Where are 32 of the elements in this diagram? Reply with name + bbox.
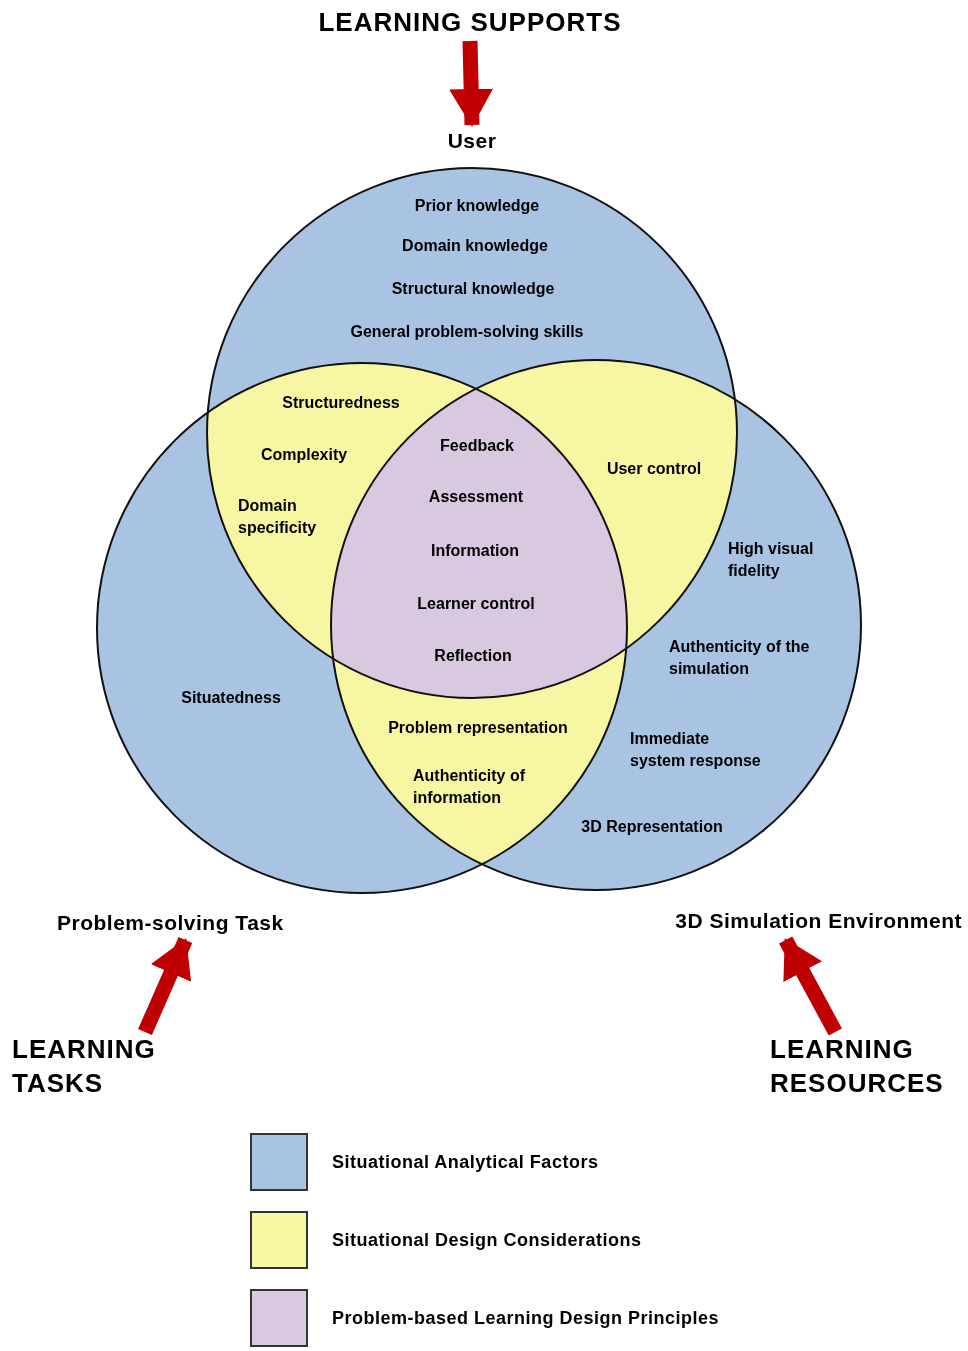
legend-label: Problem-based Learning Design Principles <box>332 1306 720 1330</box>
factor-label: Structuredness <box>282 393 400 413</box>
arrow <box>779 936 842 1036</box>
circle-heading: Problem-solving Task <box>57 909 284 936</box>
arrow <box>138 937 193 1035</box>
arrow <box>449 40 494 127</box>
factor-label: General problem-solving skills <box>350 322 584 342</box>
factor-label: Prior knowledge <box>414 196 540 216</box>
factor-label: Situatedness <box>181 688 281 708</box>
factor-label: Complexity <box>260 445 348 465</box>
factor-label: Domain knowledge <box>402 236 548 256</box>
factor-label: Learner control <box>417 594 535 614</box>
factor-label: Domain specificity <box>238 496 318 538</box>
legend-label: Situational Analytical Factors <box>332 1150 599 1174</box>
factor-label: Reflection <box>434 646 512 666</box>
factor-label: User control <box>606 459 702 479</box>
section-heading: LEARNING RESOURCES <box>770 1033 945 1100</box>
factor-label: 3D Representation <box>581 817 723 837</box>
factor-label: Assessment <box>428 487 524 507</box>
legend-label: Situational Design Considerations <box>332 1228 642 1252</box>
circle-heading: 3D Simulation Environment <box>675 907 962 934</box>
factor-label: Feedback <box>440 436 514 456</box>
factor-label: Information <box>431 541 519 561</box>
section-heading: LEARNING TASKS <box>12 1033 157 1100</box>
factor-label: Authenticity of the simulation <box>669 637 811 679</box>
factor-label: High visual fidelity <box>728 539 815 581</box>
section-heading: LEARNING SUPPORTS <box>318 6 622 39</box>
factor-label: Authenticity of information <box>413 766 526 808</box>
circle-heading: User <box>446 128 498 154</box>
factor-label: Immediate system response <box>630 729 762 771</box>
factor-label: Problem representation <box>388 718 568 738</box>
factor-label: Structural knowledge <box>391 279 555 299</box>
